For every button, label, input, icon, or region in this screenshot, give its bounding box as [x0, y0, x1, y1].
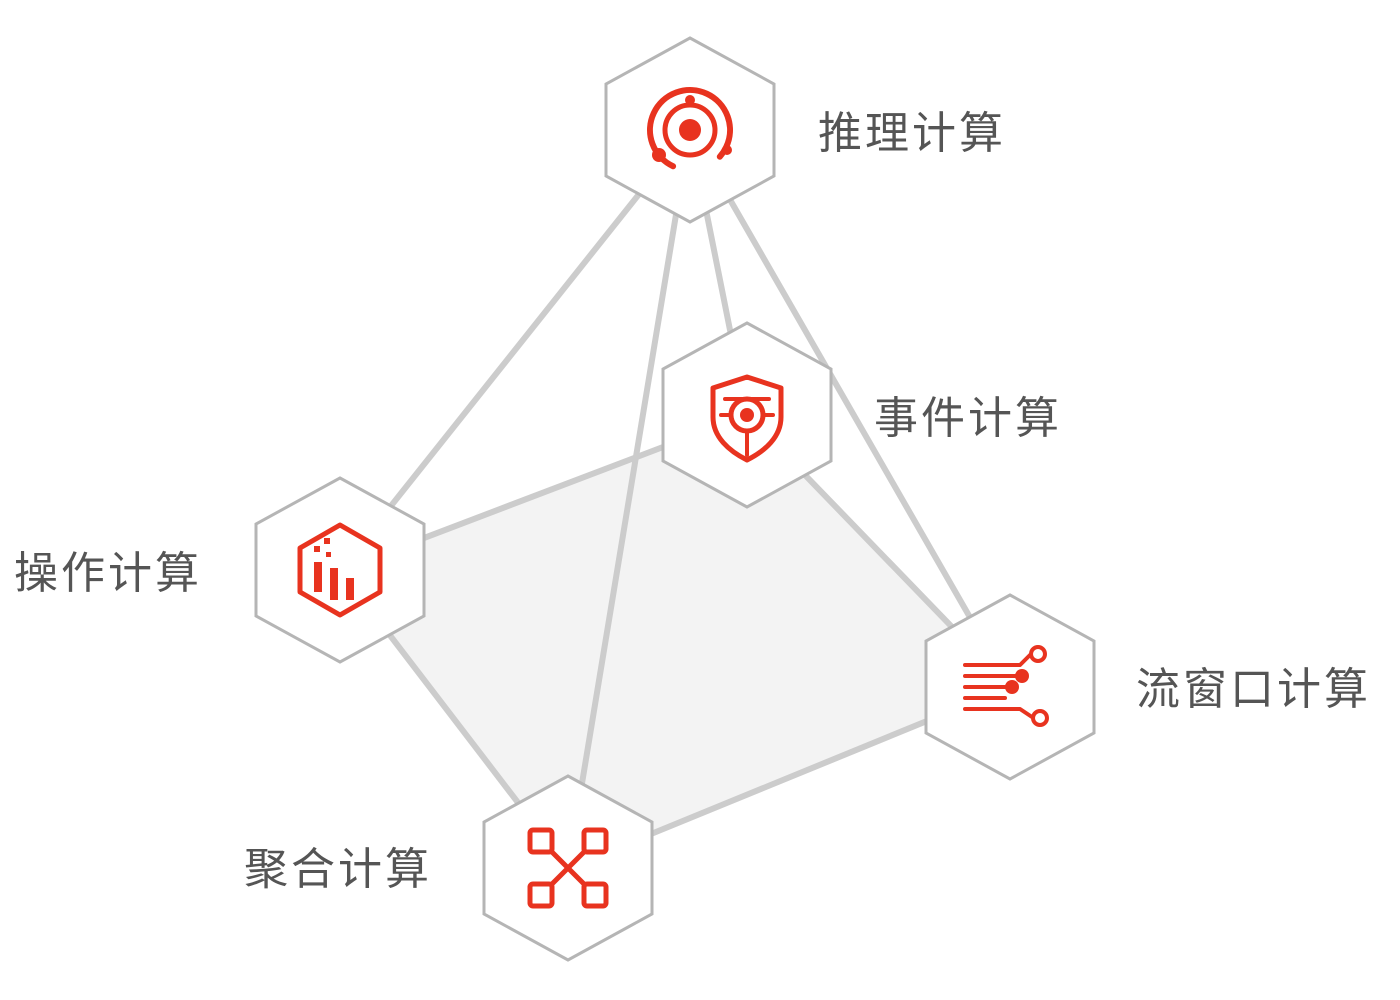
label-stream-window: 流窗口计算: [1136, 664, 1371, 715]
edge-inference-aggregation: [565, 127, 693, 871]
hex-bar-chart-icon: [297, 522, 383, 618]
label-event: 事件计算: [874, 393, 1062, 444]
node-event[interactable]: [661, 321, 833, 509]
label-inference: 推理计算: [818, 108, 1006, 159]
orbit-target-icon: [647, 87, 733, 173]
node-grid-icon: [527, 827, 609, 909]
node-inference[interactable]: [604, 36, 776, 224]
node-stream-window[interactable]: [924, 593, 1096, 781]
edge-inference-stream: [687, 127, 1013, 690]
node-operation[interactable]: [254, 476, 426, 664]
shaded-face: [340, 415, 1010, 868]
edge-inference-operation: [337, 127, 693, 573]
label-operation: 操作计算: [14, 548, 202, 599]
label-aggregation: 聚合计算: [244, 844, 432, 895]
circuit-stream-icon: [963, 645, 1049, 727]
node-aggregation[interactable]: [482, 774, 654, 962]
hexagon: [254, 476, 426, 664]
shield-eye-icon: [710, 374, 784, 463]
